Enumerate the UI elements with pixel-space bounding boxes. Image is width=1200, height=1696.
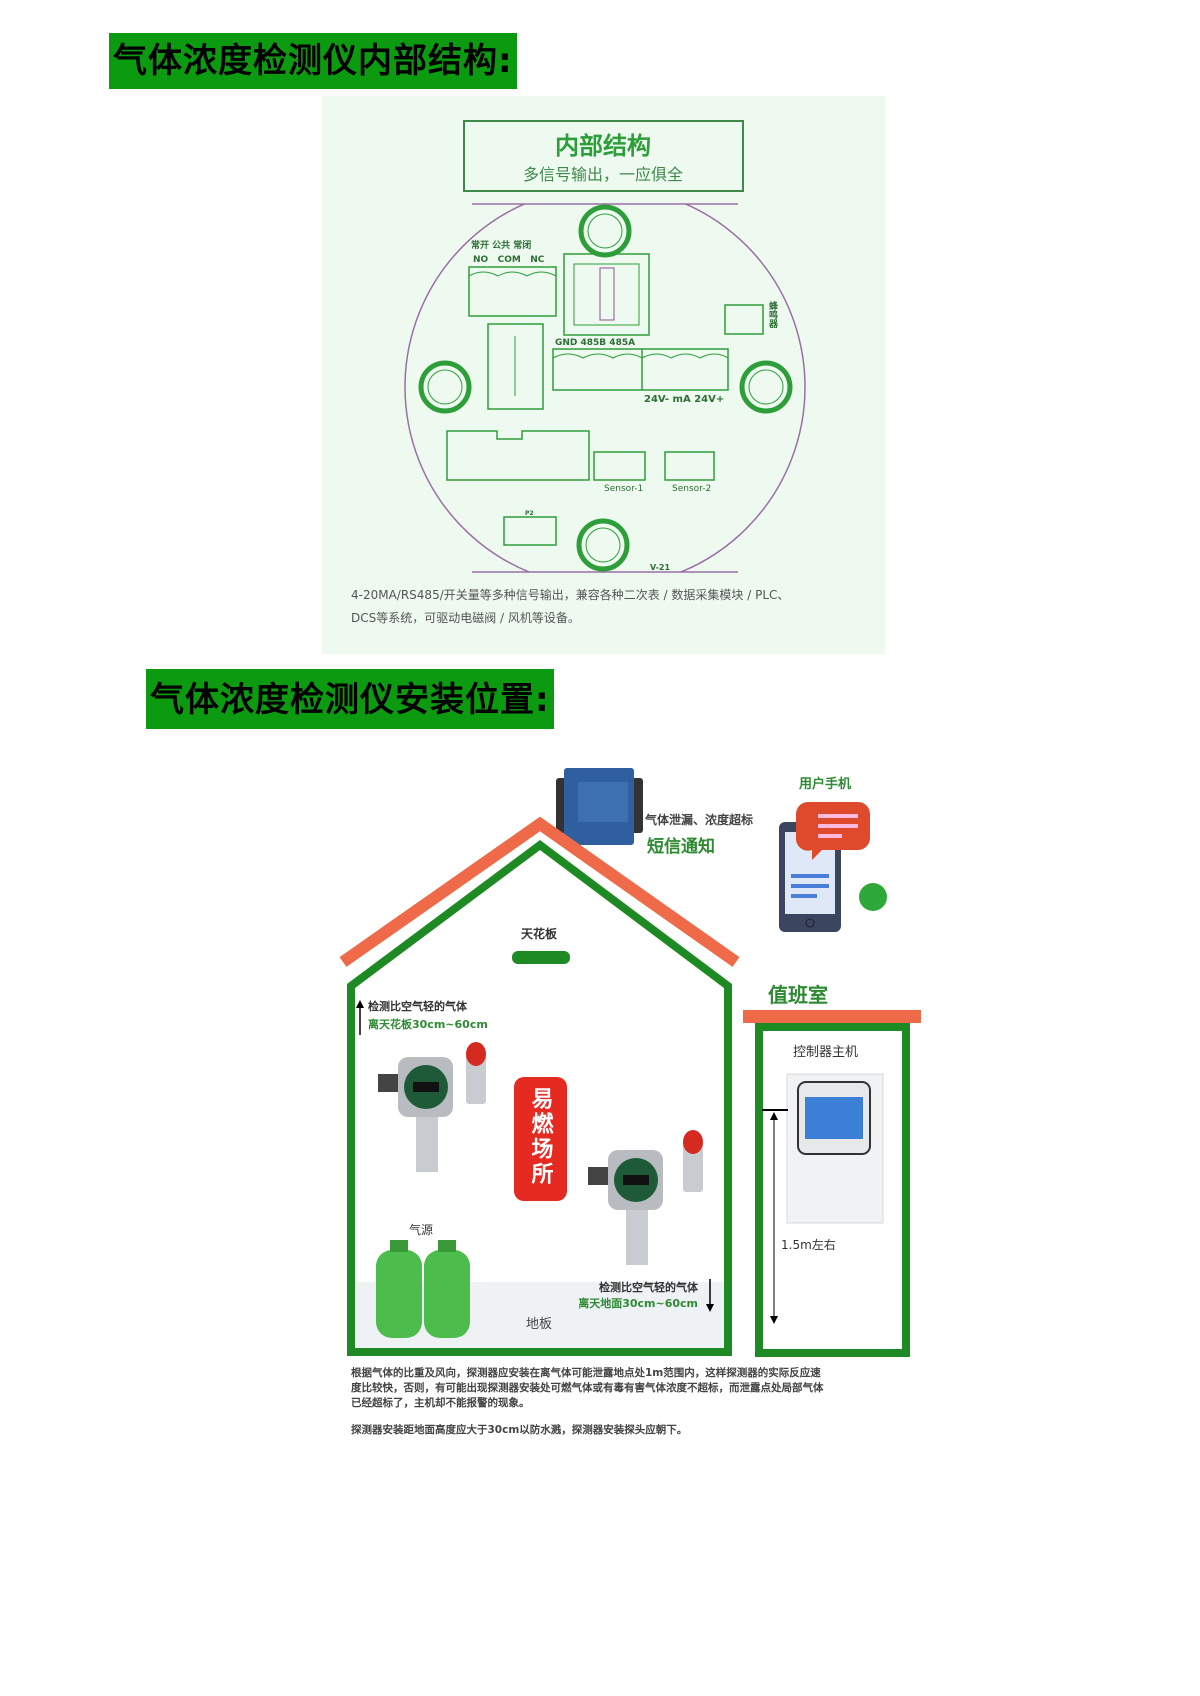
diagram-title: 内部结构: [555, 132, 651, 160]
sensor-2-label: Sensor-2: [672, 484, 711, 494]
version-label: V-21: [650, 563, 670, 572]
p2-label: P2: [525, 510, 534, 517]
p2-socket: [503, 516, 557, 546]
top-note-1: 检测比空气轻的气体: [368, 999, 468, 1013]
mount-hole-left: [418, 360, 472, 414]
sensor-1-label: Sensor-1: [604, 484, 643, 494]
floor-label: 地板: [526, 1317, 552, 1332]
flammable-area-sign: [514, 1077, 567, 1201]
gas-source-label: 气源: [409, 1222, 433, 1237]
top-note-2: 离天花板30cm~60cm: [368, 1017, 488, 1031]
phone-label: 用户手机: [798, 776, 851, 792]
section-heading-internal-structure: 气体浓度检测仪内部结构:: [109, 33, 517, 89]
gas-detector-floor: [588, 1130, 703, 1265]
gateway-device-icon: [556, 768, 643, 845]
board-outline: [404, 204, 806, 572]
ceiling-label: 天花板: [521, 926, 558, 941]
buzzer-label: 蜂鸣器: [767, 300, 779, 329]
height-label: 1.5m左右: [781, 1237, 836, 1252]
controller-label: 控制器主机: [793, 1045, 858, 1060]
sensor-2-socket: [664, 451, 715, 481]
house-roof: [339, 816, 740, 967]
relay-switch: [487, 323, 544, 410]
ceiling-mark: [512, 951, 570, 964]
install-note-line-2: 度比较快，否则，有可能出现探测器安装处可燃气体或有毒有害气体浓度不超标，而泄露点…: [351, 1382, 824, 1394]
relay-labels-en: NO COM NC: [473, 255, 545, 265]
section-heading-install-location: 气体浓度检测仪安装位置:: [146, 669, 554, 729]
mount-hole-top: [578, 204, 632, 258]
duty-room-roof: [743, 1010, 921, 1023]
message-bubble-icon: [795, 802, 870, 860]
relay-labels-cn: 常开 公共 常闭: [471, 239, 531, 251]
sensor-1-socket: [593, 451, 646, 481]
bottom-note-2: 离天地面30cm~60cm: [578, 1296, 698, 1310]
fuse-block: [563, 253, 650, 336]
mount-hole-bottom: [576, 518, 630, 572]
sms-text: 短信通知: [647, 836, 715, 857]
buzzer: [724, 304, 764, 335]
install-note-line-1: 根据气体的比重及风向，探测器应安装在离气体可能泄露地点处1m范围内，这样探测器的…: [351, 1367, 821, 1379]
flammable-sign-text: 易燃场所: [528, 1087, 554, 1187]
power-labels: 24V- mA 24V+: [644, 394, 724, 405]
diagram-subtitle: 多信号输出，一应俱全: [523, 165, 683, 184]
mount-hole-right: [739, 360, 793, 414]
circuit-board-drawing: 内部结构 多信号输出，一应俱全: [404, 120, 806, 573]
main-connector: [446, 430, 590, 481]
installation-diagram: 气体泄漏、浓度超标 短信通知 用户手机 天花板 检测比空气轻的气体 离天花板30…: [338, 752, 927, 1450]
controller-cabinet: [786, 1073, 884, 1224]
internal-structure-diagram: 内部结构 多信号输出，一应俱全: [322, 96, 885, 654]
caption-line-2: DCS等系统，可驱动电磁阀 / 风机等设备。: [351, 611, 580, 625]
gas-cylinders: [376, 1240, 470, 1338]
install-note-line-3: 已经超标了，主机却不能报警的现象。: [351, 1397, 530, 1409]
bottom-note-1: 检测比空气轻的气体: [599, 1280, 699, 1294]
duty-room-label: 值班室: [768, 983, 828, 1007]
installation-drawing: 气体泄漏、浓度超标 短信通知 用户手机 天花板 检测比空气轻的气体 离天花板30…: [339, 768, 921, 1357]
alert-text: 气体泄漏、浓度超标: [644, 812, 753, 827]
install-note-line-4: 探测器安装距地面高度应大于30cm以防水溅，探测器安装探头应朝下。: [351, 1424, 688, 1436]
gas-detector-ceiling: [378, 1042, 486, 1172]
title-box: [463, 120, 744, 192]
chat-dot-icon: [859, 883, 887, 911]
relay-terminal: [468, 266, 557, 317]
comm-labels: GND 485B 485A: [555, 338, 635, 348]
caption-line-1: 4-20MA/RS485/开关量等多种信号输出，兼容各种二次表 / 数据采集模块…: [351, 588, 790, 602]
comm-power-terminal: [552, 348, 729, 391]
